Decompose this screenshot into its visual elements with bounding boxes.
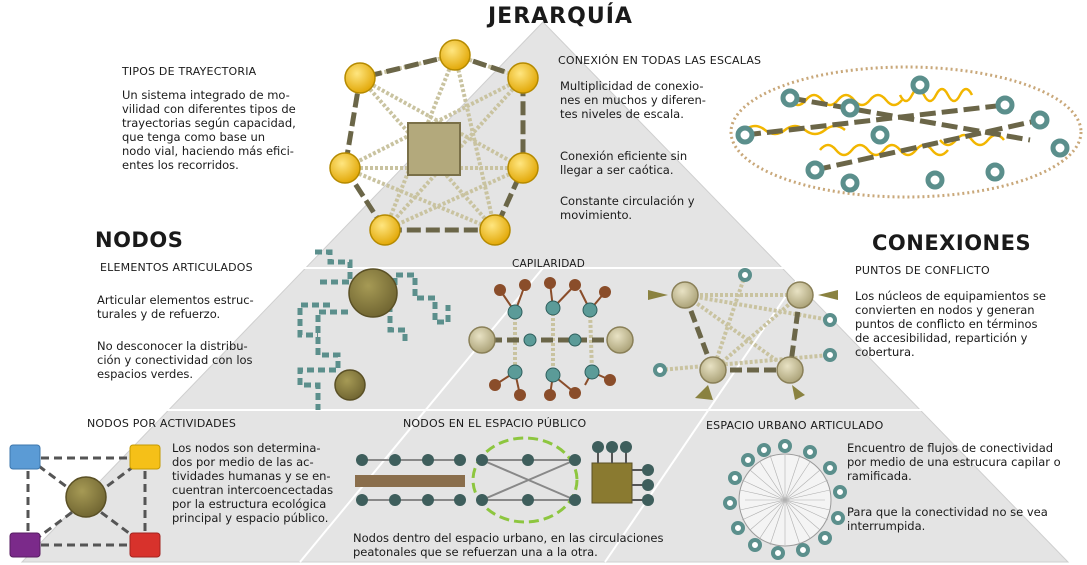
- tier-divider-diagonal-left: [299, 267, 544, 563]
- trajectory-node: [344, 62, 376, 94]
- conflict-points-graphic: [648, 268, 838, 400]
- path-bar: [355, 475, 465, 487]
- espacio-publico-text: Nodos dentro del espacio urbano, en las …: [353, 531, 664, 559]
- conexion-escalas-p1: Multiplicidad de conexio- nes en muchos …: [560, 79, 706, 121]
- activity-center-node: [65, 476, 107, 518]
- actividades-heading: NODOS POR ACTIVIDADES: [87, 417, 237, 430]
- page-title: JERARQUÍA: [488, 4, 633, 29]
- trajectory-node: [329, 152, 361, 184]
- elementos-p1: Articular elementos estruc- turales y de…: [97, 293, 254, 321]
- trajectory-node: [369, 214, 401, 246]
- urbano-p2: Para que la conectividad no se vea inter…: [847, 505, 1048, 533]
- trajectory-node: [507, 62, 539, 94]
- espacio-publico-heading: NODOS EN EL ESPACIO PÚBLICO: [403, 417, 587, 430]
- articulated-elements-graphic: [297, 249, 451, 410]
- yellow-activity-node: [129, 444, 161, 470]
- red-activity-node: [129, 532, 161, 558]
- actividades-text: Los nodos son determina- dos por medio d…: [172, 441, 334, 525]
- elementos-p2: No desconocer la distribu- ción y conect…: [97, 339, 253, 381]
- central-square-node: [407, 122, 461, 176]
- articulated-urban-space-graphic: [723, 439, 847, 560]
- puntos-heading: PUNTOS DE CONFLICTO: [855, 264, 990, 277]
- green-zone: [471, 436, 579, 524]
- large-olive-node: [348, 268, 398, 318]
- urbano-heading: ESPACIO URBANO ARTICULADO: [706, 419, 884, 432]
- conexion-escalas-heading: CONEXIÓN EN TODAS LAS ESCALAS: [558, 54, 762, 67]
- nodos-heading: NODOS: [95, 228, 184, 252]
- conexion-escalas-p2: Conexión eficiente sin llegar a ser caót…: [560, 149, 688, 177]
- capilaridad-heading: CAPILARIDAD: [512, 258, 585, 270]
- puntos-text: Los núcleos de equipamientos se conviert…: [855, 289, 1046, 359]
- tipos-heading: TIPOS DE TRAYECTORIA: [122, 65, 257, 78]
- trajectory-node: [479, 214, 511, 246]
- trajectory-network-graphic: [329, 39, 539, 246]
- elementos-heading: ELEMENTOS ARTICULADOS: [100, 261, 253, 274]
- conexiones-heading: CONEXIONES: [872, 231, 1032, 255]
- urbano-p1: Encuentro de flujos de conectividad por …: [847, 441, 1061, 483]
- purple-activity-node: [9, 532, 41, 558]
- public-square-node: [591, 462, 633, 504]
- public-space-nodes-graphic: [355, 436, 654, 524]
- tipos-text: Un sistema integrado de mo- vilidad con …: [122, 88, 296, 172]
- trajectory-node: [439, 39, 471, 71]
- activity-nodes-graphic: [9, 444, 161, 558]
- capillarity-graphic: [468, 277, 634, 401]
- blue-activity-node: [9, 444, 41, 470]
- multiscale-connection-graphic: [729, 65, 1083, 199]
- trajectory-node: [507, 152, 539, 184]
- small-olive-node: [334, 369, 366, 401]
- conexion-escalas-p3: Constante circulación y movimiento.: [560, 194, 695, 222]
